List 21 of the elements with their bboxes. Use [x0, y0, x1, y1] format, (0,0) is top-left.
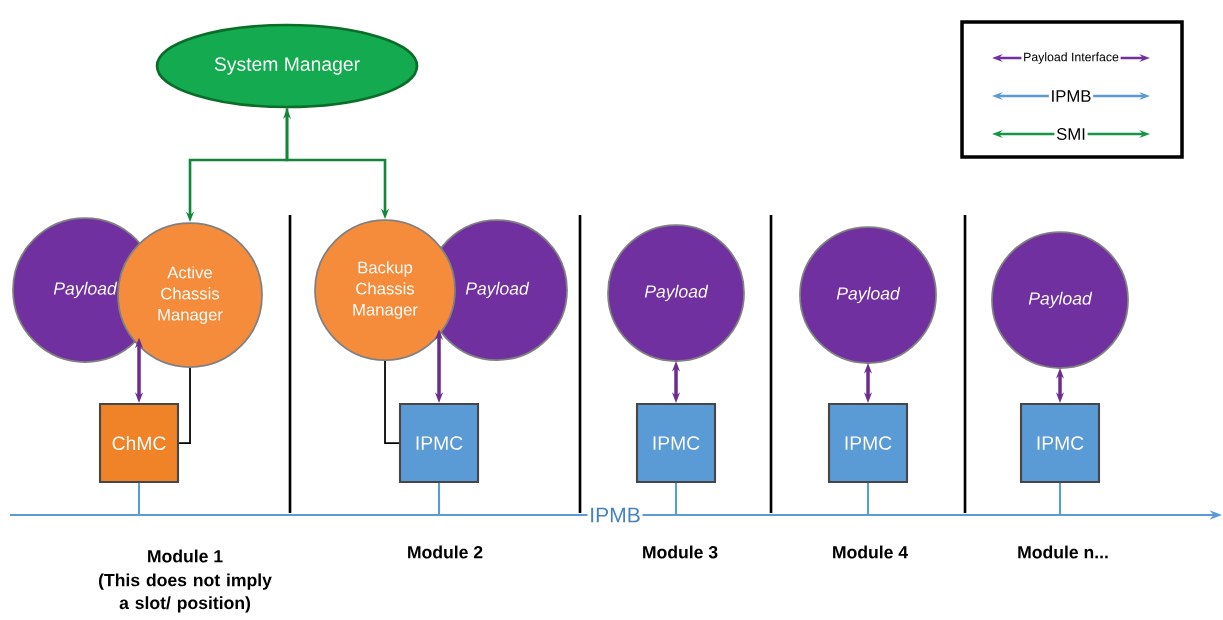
legend-text: SMI	[1054, 126, 1088, 142]
controller-box: ChMC	[98, 402, 180, 484]
legend-text: Payload Interface	[1021, 50, 1121, 66]
connector-line	[178, 367, 191, 444]
bus-connector	[674, 483, 678, 515]
bus-connector	[437, 483, 441, 515]
bus-connector	[1058, 483, 1062, 515]
module-label: Module 2	[408, 545, 483, 559]
connector-line	[384, 360, 400, 444]
controller-box: IPMC	[635, 402, 717, 484]
module-label: Module 4	[833, 545, 908, 559]
module-label: Module n...	[1018, 545, 1108, 559]
legend-text: IPMB	[1048, 88, 1094, 104]
module-label: Module 3	[643, 545, 718, 559]
controller-box: IPMC	[398, 402, 480, 484]
bus-connector	[866, 483, 870, 515]
controller-box: IPMC	[827, 402, 909, 484]
bus-connector	[137, 483, 141, 515]
module-label: (This does not imply a slot/ position)	[99, 573, 272, 613]
controller-box: IPMC	[1019, 402, 1101, 484]
module-label: Module 1	[148, 549, 223, 563]
